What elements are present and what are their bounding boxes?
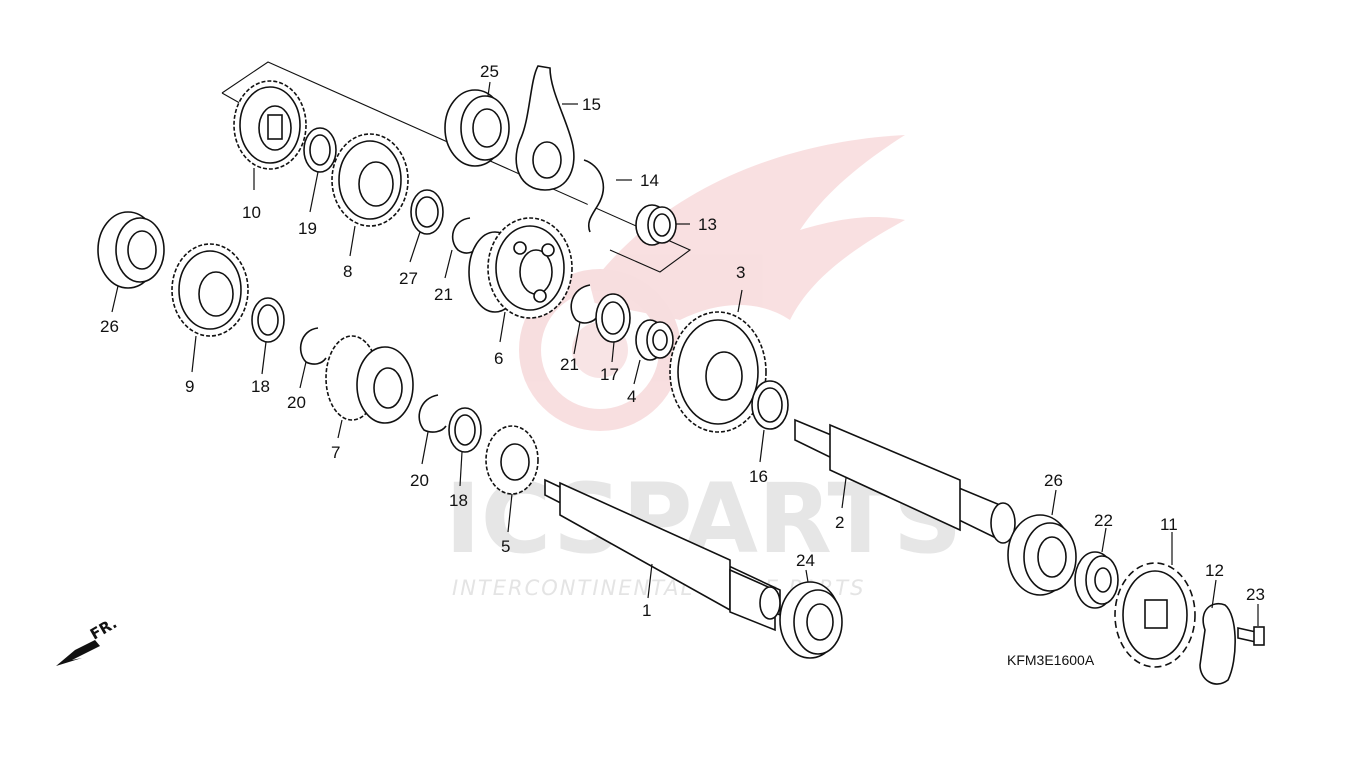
- subassembly-outline: [221, 61, 692, 273]
- callout-9: 9: [185, 377, 194, 396]
- callout-19: 19: [298, 219, 317, 238]
- callout-21-middle: 21: [560, 355, 579, 374]
- callout-7: 7: [331, 443, 340, 462]
- shaft-1: [544, 478, 781, 632]
- callout-11: 11: [1160, 515, 1178, 534]
- oil-seal-22: [1074, 551, 1119, 609]
- gear-9: [171, 243, 249, 337]
- washer-19: [303, 127, 337, 173]
- callout-8: 8: [343, 262, 352, 281]
- gear-10: [233, 80, 307, 170]
- callout-20-left: 20: [287, 393, 306, 412]
- callouts: 10 19 8 27 21 6 25 15 14 13 3 26 9 18 20…: [100, 62, 1265, 620]
- callout-13: 13: [698, 215, 717, 234]
- callout-10: 10: [242, 203, 261, 222]
- callout-12: 12: [1205, 561, 1224, 580]
- washer-18-left: [251, 297, 285, 343]
- circlip-20-lower: [418, 394, 447, 433]
- gear-6: [468, 217, 573, 319]
- gear-3: [669, 311, 767, 433]
- callout-18-left: 18: [251, 377, 270, 396]
- gear-5: [485, 425, 539, 495]
- washer-27: [410, 189, 444, 235]
- callout-6: 6: [494, 349, 503, 368]
- callout-16: 16: [749, 467, 768, 486]
- bearing-24: [779, 581, 843, 659]
- bolt-23: [1237, 626, 1265, 646]
- callout-26-left: 26: [100, 317, 119, 336]
- washer-16: [751, 380, 789, 430]
- callout-27: 27: [399, 269, 418, 288]
- diagram-code: KFM3E1600A: [1007, 652, 1095, 668]
- callout-23: 23: [1246, 585, 1265, 604]
- bearing-26-right: [1007, 514, 1077, 596]
- callout-26-right: 26: [1044, 471, 1063, 490]
- callout-3: 3: [736, 263, 745, 282]
- callout-4: 4: [627, 387, 636, 406]
- callout-1: 1: [642, 601, 651, 620]
- circlip-20-left: [299, 327, 327, 365]
- callout-14: 14: [640, 171, 659, 190]
- front-direction-label: FR.: [87, 614, 120, 643]
- bushing-4: [635, 319, 674, 361]
- callout-20-lower: 20: [410, 471, 429, 490]
- collar-13: [635, 204, 677, 246]
- callout-5: 5: [501, 537, 510, 556]
- callout-24: 24: [796, 551, 815, 570]
- gear-8: [331, 133, 409, 227]
- circlip-21-middle: [570, 284, 599, 324]
- callout-22: 22: [1094, 511, 1113, 530]
- washer-17: [595, 293, 631, 343]
- callout-15: 15: [582, 95, 601, 114]
- bearing-25: [444, 89, 510, 167]
- plate-15-hole: [532, 141, 562, 179]
- sprocket-11: [1114, 562, 1196, 668]
- plate-12: [1199, 603, 1236, 685]
- leader-lines: [111, 81, 1259, 626]
- washer-18-lower: [448, 407, 482, 453]
- callout-25: 25: [480, 62, 499, 81]
- clip-14: [583, 159, 604, 233]
- front-direction-arrow: FR.: [56, 614, 120, 666]
- gear-7: [325, 335, 414, 424]
- callout-17: 17: [600, 365, 619, 384]
- shaft-2: [794, 418, 1016, 544]
- callout-2: 2: [835, 513, 844, 532]
- callout-18-lower: 18: [449, 491, 468, 510]
- bearing-26-left: [97, 211, 165, 289]
- callout-21-upper: 21: [434, 285, 453, 304]
